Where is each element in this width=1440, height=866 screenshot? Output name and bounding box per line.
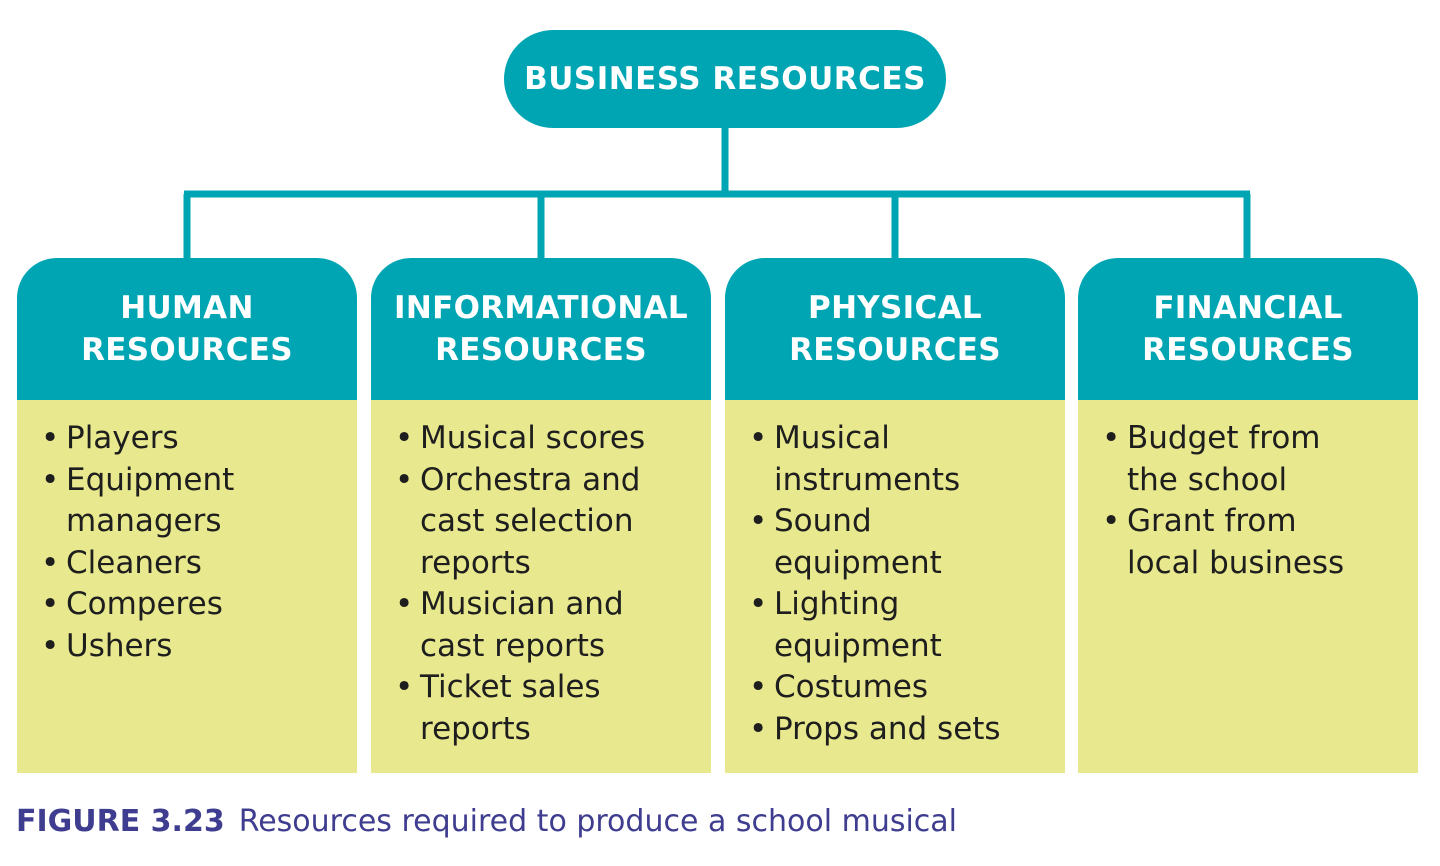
item-text: Cleaners: [66, 544, 202, 581]
item-text: Orchestra and cast selection reports: [420, 461, 641, 581]
column-title-informational: INFORMATIONAL RESOURCES: [394, 290, 688, 368]
list-item: •Players: [41, 418, 347, 460]
column-header-financial: FINANCIAL RESOURCES: [1078, 258, 1418, 400]
item-text: Sound equipment: [774, 503, 942, 581]
item-text: Props and sets: [774, 710, 1001, 747]
item-text: Equipment managers: [66, 461, 235, 540]
list-item: •Musician and cast reports: [395, 584, 701, 667]
item-text: Grant from local business: [1127, 503, 1345, 581]
column-title-financial: FINANCIAL RESOURCES: [1142, 290, 1354, 368]
list-item: •Orchestra and cast selection reports: [395, 460, 701, 585]
list-item: •Musical instruments: [749, 418, 1055, 501]
item-text: Lighting equipment: [774, 586, 942, 664]
list-item: •Musical scores: [395, 418, 701, 460]
bullet-icon: •: [749, 420, 768, 456]
item-text: Costumes: [774, 669, 928, 705]
bullet-icon: •: [395, 669, 414, 705]
item-text: Ticket sales reports: [420, 669, 601, 747]
item-text: Musician and cast reports: [420, 586, 624, 664]
column-header-human: HUMAN RESOURCES: [17, 258, 357, 400]
column-human: HUMAN RESOURCES •Players •Equipment mana…: [17, 258, 357, 773]
item-text: Players: [66, 420, 179, 456]
column-title-human: HUMAN RESOURCES: [81, 290, 293, 368]
figure-number: FIGURE 3.23: [16, 804, 225, 839]
item-list-human: •Players •Equipment managers •Cleaners •…: [41, 418, 347, 667]
root-node: BUSINESS RESOURCES: [504, 30, 946, 128]
list-item: •Equipment managers: [41, 460, 347, 543]
column-informational: INFORMATIONAL RESOURCES •Musical scores …: [371, 258, 711, 773]
item-text: Musical instruments: [774, 420, 961, 498]
item-list-financial: •Budget from the school •Grant from loca…: [1102, 418, 1408, 584]
bullet-icon: •: [395, 420, 414, 456]
column-body-financial: •Budget from the school •Grant from loca…: [1078, 400, 1418, 773]
bullet-icon: •: [1102, 503, 1121, 539]
item-list-informational: •Musical scores •Orchestra and cast sele…: [395, 418, 701, 750]
list-item: •Comperes: [41, 584, 347, 626]
bullet-icon: •: [41, 461, 60, 498]
column-financial: FINANCIAL RESOURCES •Budget from the sch…: [1078, 258, 1418, 773]
bullet-icon: •: [395, 586, 414, 622]
caption-text: Resources required to produce a school m…: [238, 804, 958, 839]
root-label: BUSINESS RESOURCES: [524, 61, 926, 97]
list-item: •Budget from the school: [1102, 418, 1408, 501]
column-header-physical: PHYSICAL RESOURCES: [725, 258, 1065, 400]
bullet-icon: •: [749, 710, 768, 747]
column-body-human: •Players •Equipment managers •Cleaners •…: [17, 400, 357, 773]
column-body-informational: •Musical scores •Orchestra and cast sele…: [371, 400, 711, 773]
bullet-icon: •: [749, 586, 768, 622]
list-item: •Ticket sales reports: [395, 667, 701, 750]
bullet-icon: •: [1102, 420, 1121, 456]
list-item: •Props and sets: [749, 709, 1055, 751]
bullet-icon: •: [41, 420, 60, 456]
list-item: •Ushers: [41, 626, 347, 668]
bullet-icon: •: [41, 586, 60, 622]
bullet-icon: •: [41, 627, 60, 664]
bullet-icon: •: [41, 544, 60, 581]
list-item: •Lighting equipment: [749, 584, 1055, 667]
item-text: Comperes: [66, 586, 223, 622]
bullet-icon: •: [749, 503, 768, 539]
column-body-physical: •Musical instruments •Sound equipment •L…: [725, 400, 1065, 773]
list-item: •Sound equipment: [749, 501, 1055, 584]
column-header-informational: INFORMATIONAL RESOURCES: [371, 258, 711, 400]
bullet-icon: •: [395, 461, 414, 498]
list-item: •Cleaners: [41, 543, 347, 585]
item-list-physical: •Musical instruments •Sound equipment •L…: [749, 418, 1055, 750]
item-text: Budget from the school: [1127, 420, 1321, 498]
column-physical: PHYSICAL RESOURCES •Musical instruments …: [725, 258, 1065, 773]
figure-caption: FIGURE 3.23 Resources required to produce…: [16, 804, 957, 839]
list-item: •Costumes: [749, 667, 1055, 709]
item-text: Ushers: [66, 627, 173, 664]
column-title-physical: PHYSICAL RESOURCES: [789, 290, 1001, 368]
bullet-icon: •: [749, 669, 768, 705]
item-text: Musical scores: [420, 420, 646, 456]
list-item: •Grant from local business: [1102, 501, 1408, 584]
